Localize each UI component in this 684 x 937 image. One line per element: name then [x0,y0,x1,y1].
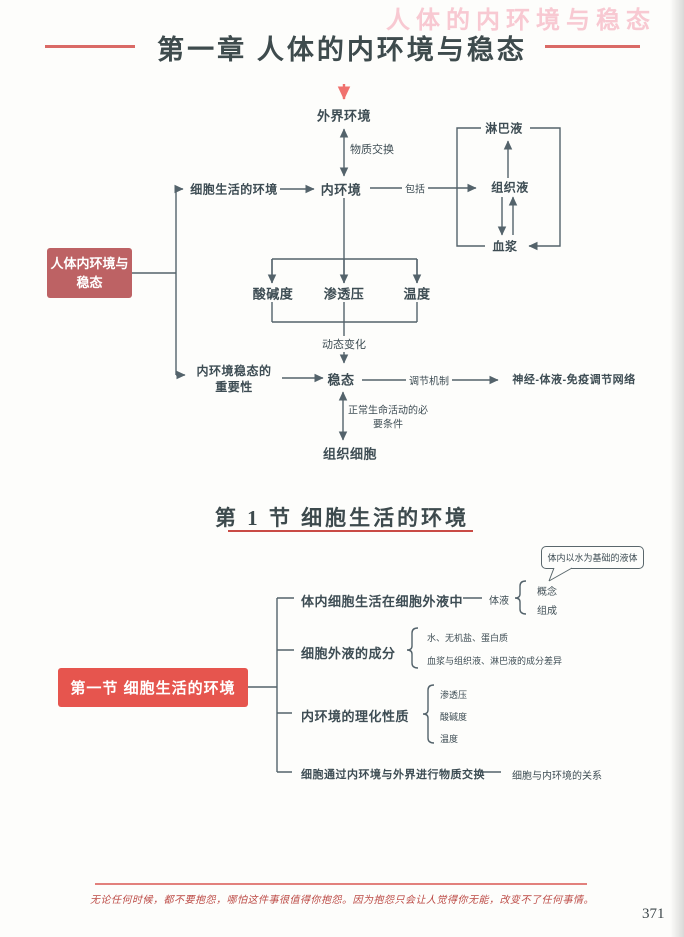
scan-edge-shade [670,0,684,937]
chapter-title: 第一章 人体的内环境与稳态 [157,35,527,65]
footer-rule [95,883,587,885]
branch1-node-body-fluid: 体液 [489,596,509,607]
node-importance: 内环境稳态的重要性 [196,363,272,394]
branch3-brace [422,684,435,744]
map2-root-box: 第一节 细胞生活的环境 [58,668,248,707]
section-title: 第 1 节 细胞生活的环境 [214,506,470,530]
page-number: 371 [642,906,665,922]
branch2-brace [406,627,419,669]
branch3-item-osmotic: 渗透压 [440,690,468,700]
branch2-item-2: 血浆与组织液、淋巴液的成分差异 [427,656,563,666]
lymph-to-plasma-loop [528,127,561,251]
property-converge [271,302,418,323]
label-material-exchange: 物质交换 [350,144,394,156]
trunk2-stubs [277,597,294,773]
footer-quote: 无论任何时候，都不要抱怨，哪怕这件事很值得你抱怨。因为抱怨只会让人觉得你无能，改… [90,895,594,906]
branch4-note: 细胞与内环境的关系 [512,771,602,782]
branch2-label: 细胞外液的成分 [301,646,396,661]
node-cell-living-env: 细胞生活的环境 [190,182,278,197]
branch1-brace [514,580,527,615]
branch1-item-composition: 组成 [537,606,557,617]
node-internal-env: 内环境 [320,182,362,198]
watermark-text: 人体的内环境与稳态 [386,8,656,34]
node-homeostasis: 稳态 [327,372,355,388]
node-acidity: 酸碱度 [252,286,294,302]
map1-root-box: 人体内环境与稳态 [47,248,132,298]
node-plasma: 血浆 [492,239,518,254]
branch1-label: 体内细胞生活在细胞外液中 [301,594,464,609]
title-rule-left [45,45,135,48]
callout-tail [548,567,573,582]
branch4-label: 细胞通过内环境与外界进行物质交换 [301,769,485,781]
node-lymph: 淋巴液 [485,121,523,136]
label-necessary-condition: 正常生命活动的必要条件 [348,405,428,431]
node-temperature: 温度 [403,286,431,302]
map2-root-label: 第一节 细胞生活的环境 [70,680,236,697]
trunk1-top-arrow [174,184,184,375]
includes-bracket [456,127,485,247]
callout-bubble: 体内以水为基础的液体 [541,546,644,569]
section-title-underline [228,530,473,532]
branch2-item-1: 水、无机盐、蛋白质 [427,633,509,643]
node-external-env: 外界环境 [316,108,372,124]
node-osmotic-pressure: 渗透压 [323,286,365,302]
node-tissue-cells: 组织细胞 [322,446,378,462]
label-includes: 包括 [402,180,428,196]
label-dynamic-change: 动态变化 [319,336,369,352]
map1-root-label: 人体内环境与稳态 [50,255,129,291]
node-tissue-fluid: 组织液 [491,180,529,195]
node-regulation-network: 神经-体液-免疫调节网络 [512,374,636,386]
branch3-label: 内环境的理化性质 [301,709,410,724]
title-rule-right [545,45,640,48]
branch1-item-concept: 概念 [537,587,557,598]
label-regulation-mechanism: 调节机制 [406,372,452,388]
branch3-item-temperature: 温度 [440,734,459,744]
branch3-item-acidity: 酸碱度 [440,712,468,722]
